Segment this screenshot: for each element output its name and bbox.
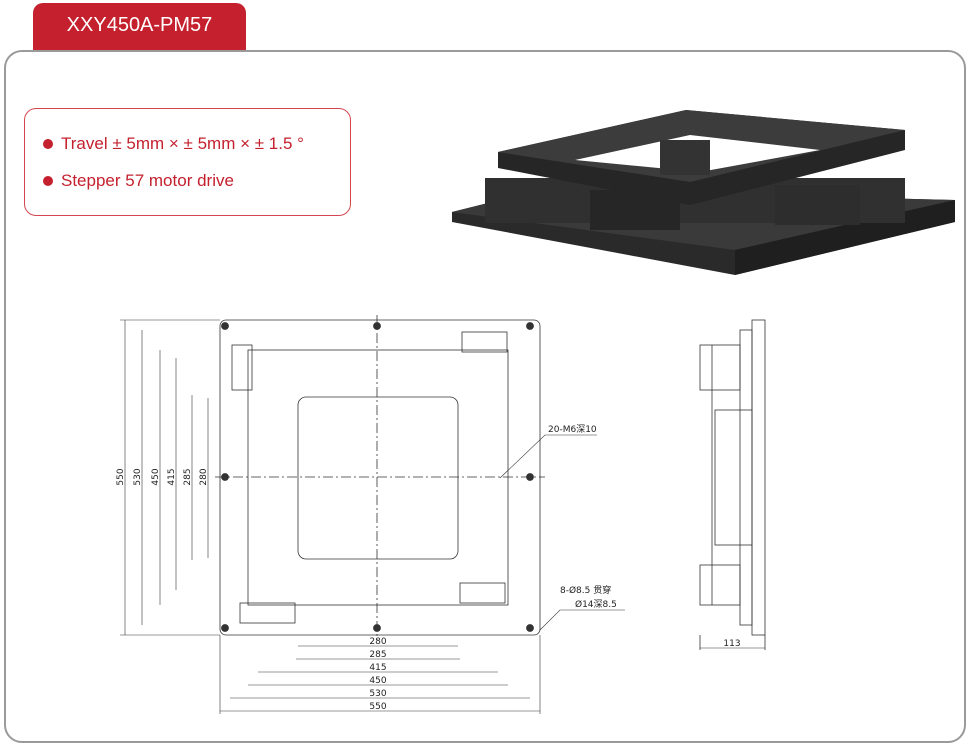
side-view bbox=[699, 319, 766, 650]
feature-box: Travel ± 5mm × ± 5mm × ± 1.5 ° Stepper 5… bbox=[24, 108, 351, 216]
dim-label: 415 bbox=[167, 468, 177, 485]
dim-label: 285 bbox=[369, 650, 386, 660]
dim-label: 530 bbox=[369, 689, 386, 699]
product-render bbox=[452, 110, 955, 275]
feature-text: Travel ± 5mm × ± 5mm × ± 1.5 ° bbox=[61, 134, 304, 153]
bullet-icon bbox=[43, 176, 53, 186]
dim-label: 450 bbox=[151, 468, 161, 485]
vertical-dimension-labels: 550 530 450 415 285 280 bbox=[116, 468, 209, 485]
bullet-icon bbox=[43, 139, 53, 149]
feature-text: Stepper 57 motor drive bbox=[61, 171, 234, 190]
dim-label: 550 bbox=[369, 702, 386, 712]
model-tab: XXY450A-PM57 bbox=[33, 3, 246, 51]
model-title: XXY450A-PM57 bbox=[66, 13, 213, 36]
feature-item: Travel ± 5mm × ± 5mm × ± 1.5 ° bbox=[43, 134, 350, 153]
thread-callout: 20-M6深10 bbox=[548, 424, 597, 435]
hole-callout: 8-Ø8.5 贯穿 bbox=[560, 584, 611, 596]
content-frame bbox=[4, 50, 966, 743]
dim-label: 550 bbox=[116, 468, 126, 485]
front-view bbox=[120, 315, 625, 714]
dim-label: 415 bbox=[369, 663, 386, 673]
dim-label: 280 bbox=[199, 468, 209, 485]
dim-label: 530 bbox=[133, 468, 143, 485]
counterbore-callout: Ø14深8.5 bbox=[575, 599, 617, 610]
dim-label: 450 bbox=[369, 676, 386, 686]
dim-label: 285 bbox=[183, 468, 193, 485]
horizontal-dimension-labels: 280 285 415 450 530 550 bbox=[369, 637, 386, 712]
feature-item: Stepper 57 motor drive bbox=[43, 171, 350, 190]
dim-label: 280 bbox=[369, 637, 386, 647]
side-dim-label: 113 bbox=[723, 639, 740, 649]
